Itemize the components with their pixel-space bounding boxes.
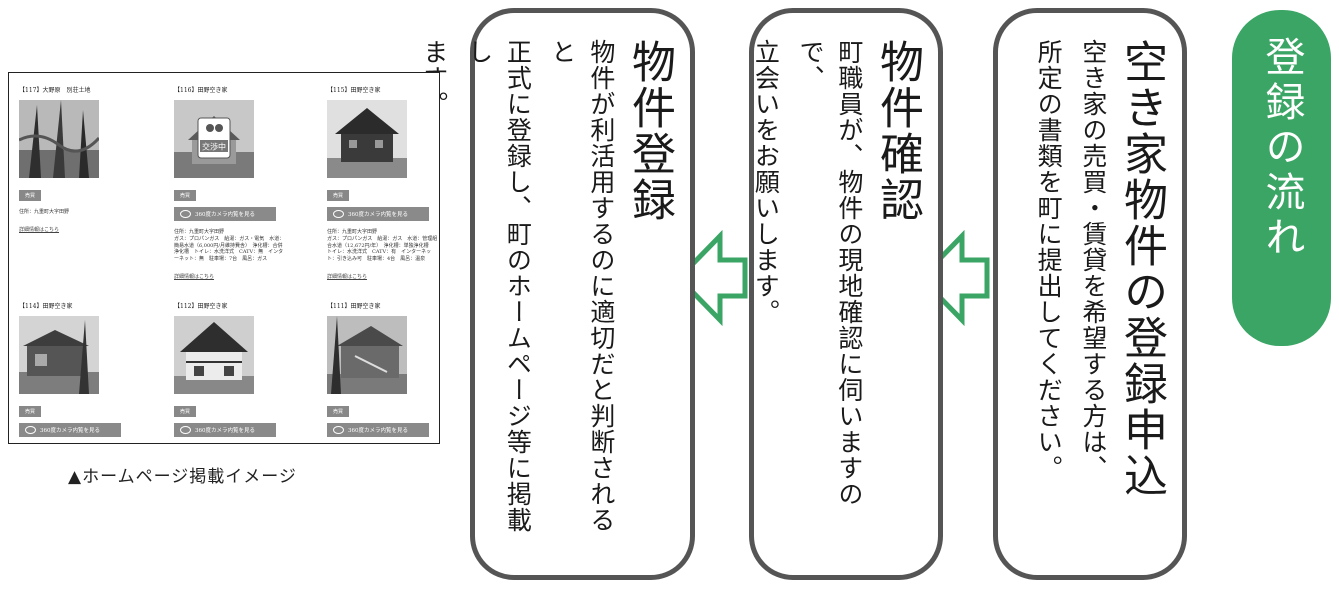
step-text-line: 正式に登録し、町のホームページ等に掲載し: [464, 39, 533, 533]
step-card-property-registration: 物件登録 物件が利活用するのに適切だと判断されると 正式に登録し、町のホームペー…: [420, 8, 695, 580]
status-badge: 売買: [327, 190, 350, 201]
step-text-line: 物件が利活用するのに適切だと判断されると: [548, 39, 616, 533]
detail-link: 詳細情報はこちら: [19, 226, 60, 233]
listing-info-line: ガス：プロパンガス 給湯：ガス・電気 水道：: [174, 235, 285, 242]
listing-info: 住所：九重町大字田野 ガス：プロパンガス 給湯：ガス 水道：管理組 合水道（12…: [327, 229, 445, 263]
listing-title: 【111】田野空き家: [327, 303, 381, 310]
status-badge: 売買: [19, 190, 42, 201]
listing-card: 【114】田野空き家 売買 360度カメラ内覧を見る: [19, 301, 137, 437]
listing-info-line: ガス：プロパンガス 給湯：ガス 水道：管理組: [327, 235, 438, 242]
listing-photo: 交渉中: [174, 100, 254, 178]
status-badge: 売買: [174, 190, 197, 201]
camera-icon: [25, 426, 36, 434]
listing-info-line: 浄化槽 トイレ：水洗洋式 CATV：無 インタ: [174, 249, 284, 256]
step-text-line: 空き家の売買・賃貸を希望する方は、: [1078, 39, 1108, 481]
flow-title-tab: 登録の流れ: [1232, 10, 1331, 346]
camera-button-label: 360度カメラ内覧を見る: [348, 212, 408, 218]
listing-photo: [19, 316, 99, 394]
step-heading: 空き家物件の登録申込: [1116, 39, 1167, 499]
camera-icon: [180, 426, 191, 434]
step-text-line: 所定の書類を町に提出してください。: [1034, 39, 1064, 481]
step-heading: 物件確認: [872, 39, 923, 223]
camera-icon: [333, 210, 344, 218]
listing-title: 【116】田野空き家: [174, 87, 228, 94]
camera-button-label: 360度カメラ内覧を見る: [40, 428, 100, 434]
listing-card: 【112】田野空き家 売買 360度カメラ内覧を見る: [174, 301, 292, 437]
step-card-registration-application: 空き家物件の登録申込 空き家の売買・賃貸を希望する方は、 所定の書類を町に提出し…: [993, 8, 1187, 580]
listing-info-line: 住所：九重町大字田野: [327, 229, 378, 235]
listing-info-line: 合水道（12,672円/年） 浄化槽：単独浄化槽: [327, 242, 429, 249]
listing-title: 【112】田野空き家: [174, 303, 228, 310]
listing-info: 住所：九重町大字田野: [19, 209, 137, 216]
listing-card: 【116】田野空き家 交渉中 売買 360度カメラ内覧を見る 住所：九重町大字田…: [174, 85, 292, 280]
listing-info-line: 住所：九重町大字田野: [174, 229, 225, 235]
listing-info-line: ーネット：無 駐車場：7台 風呂：ガス: [174, 256, 268, 262]
listing-photo: [174, 316, 254, 394]
listing-title: 【115】田野空き家: [327, 87, 381, 94]
camera-button: 360度カメラ内覧を見る: [174, 207, 276, 221]
homepage-image-caption: ▲ホームページ掲載イメージ: [68, 467, 297, 487]
camera-icon: [333, 426, 344, 434]
status-badge: 売買: [174, 406, 197, 417]
camera-icon: [180, 210, 191, 218]
camera-button-label: 360度カメラ内覧を見る: [195, 212, 255, 218]
camera-button-label: 360度カメラ内覧を見る: [348, 428, 408, 434]
listing-photo: [327, 100, 407, 178]
camera-button-label: 360度カメラ内覧を見る: [195, 428, 255, 434]
detail-link: 詳細情報はこちら: [174, 273, 215, 280]
camera-button: 360度カメラ内覧を見る: [327, 423, 429, 437]
listing-info-line: 住所：九重町大字田野: [19, 209, 70, 215]
listing-info-line: トイレ：水洗洋式 CATV：有 インターネッ: [327, 249, 432, 256]
listing-info-line: ト：引き込み可 駐車場：4台 風呂：温泉: [327, 256, 426, 262]
listing-card: 【117】大野原 別荘土地 売買 住所：九重町大字田野 詳細情報はこちら: [18, 85, 137, 233]
listing-photo: [327, 316, 407, 394]
step-text-line: 町職員が、物件の現地確認に伺いますので、: [796, 39, 864, 507]
camera-button: 360度カメラ内覧を見る: [19, 423, 121, 437]
detail-link: 詳細情報はこちら: [327, 273, 368, 280]
camera-button: 360度カメラ内覧を見る: [327, 207, 429, 221]
status-badge: 売買: [19, 406, 42, 417]
status-badge: 売買: [327, 406, 350, 417]
left-arrow-icon: [676, 230, 748, 326]
homepage-image-mockup: 【117】大野原 別荘土地 売買 住所：九重町大字田野 詳細情報はこちら 【11…: [8, 72, 440, 444]
listing-info-line: 簡易水道（6,000円/月維持費含） 浄化槽：合併: [174, 242, 283, 249]
flow-title: 登録の流れ: [1258, 36, 1305, 261]
stamp-text: 交渉中: [202, 142, 226, 152]
camera-button: 360度カメラ内覧を見る: [174, 423, 276, 437]
listing-info: 住所：九重町大字田野 ガス：プロパンガス 給湯：ガス・電気 水道： 簡易水道（6…: [174, 229, 292, 263]
step-card-property-check: 物件確認 町職員が、物件の現地確認に伺いますので、 立会いをお願いします。: [749, 8, 943, 580]
left-arrow-icon: [918, 230, 990, 326]
step-text-line: 立会いをお願いします。: [751, 39, 781, 325]
step-heading: 物件登録: [624, 39, 675, 223]
listing-card: 【111】田野空き家 売買 360度カメラ内覧を見る: [327, 301, 445, 437]
listing-title: 【114】田野空き家: [19, 303, 73, 310]
listing-title: 【117】大野原 別荘土地: [19, 87, 91, 94]
listing-photo: [18, 100, 101, 178]
listing-card: 【115】田野空き家 売買 360度カメラ内覧を見る 住所：九重町大字田野 ガス…: [327, 85, 445, 280]
